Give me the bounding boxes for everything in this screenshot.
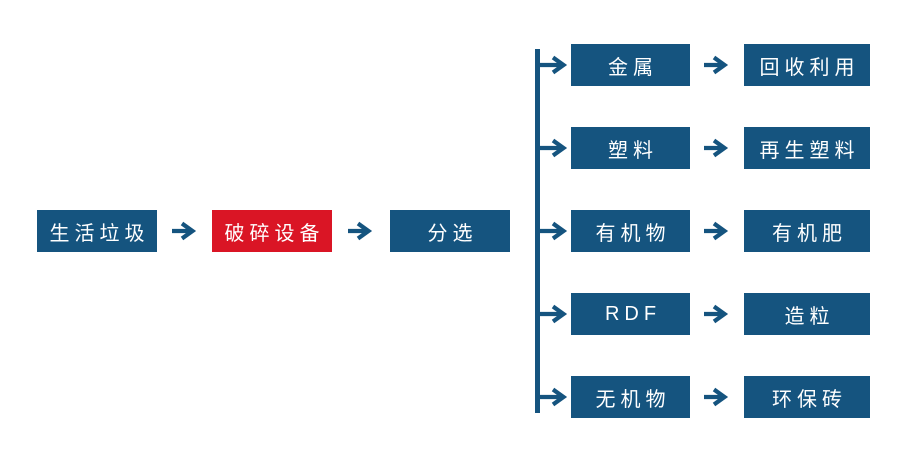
arrow-right-icon — [540, 304, 568, 324]
branch-connector — [690, 137, 744, 159]
arrow-right-icon — [704, 221, 729, 241]
main-connector-1 — [157, 220, 212, 242]
arrow-right-icon — [171, 221, 196, 241]
arrow-right-icon — [704, 304, 729, 324]
branch-product-node: 再生塑料 — [744, 127, 870, 169]
arrow-right-icon — [704, 138, 729, 158]
arrow-right-icon — [540, 221, 568, 241]
branch-material-node: RDF — [571, 293, 690, 335]
arrow-right-icon — [348, 221, 373, 241]
arrow-right-icon — [540, 138, 568, 158]
branch-material-node: 有机物 — [571, 210, 690, 252]
node-sorting: 分选 — [390, 210, 510, 252]
branch-trunk-line — [535, 49, 540, 413]
branch-row: RDF 造粒 — [540, 293, 870, 335]
branch-product-node: 有机肥 — [744, 210, 870, 252]
arrow-right-icon — [540, 387, 568, 407]
branch-product-node: 造粒 — [744, 293, 870, 335]
branch-row: 金属 回收利用 — [540, 44, 870, 86]
arrow-right-icon — [540, 55, 568, 75]
branch-material-node: 无机物 — [571, 376, 690, 418]
branch-product-node: 环保砖 — [744, 376, 870, 418]
branch-product-node: 回收利用 — [744, 44, 870, 86]
branches: 金属 回收利用 塑料 再生塑料 有机物 有机肥 — [540, 44, 870, 418]
branch-material-node: 金属 — [571, 44, 690, 86]
branch-row: 塑料 再生塑料 — [540, 127, 870, 169]
main-connector-2 — [332, 220, 390, 242]
branch-material-node: 塑料 — [571, 127, 690, 169]
branch-connector — [690, 386, 744, 408]
branch-connector — [690, 54, 744, 76]
node-household-waste: 生活垃圾 — [37, 210, 157, 252]
main-flow-row: 生活垃圾 破碎设备 分选 — [37, 210, 510, 252]
branch-connector — [690, 220, 744, 242]
arrow-right-icon — [704, 387, 729, 407]
node-crushing-equipment: 破碎设备 — [212, 210, 332, 252]
branch-connector — [690, 303, 744, 325]
branch-row: 有机物 有机肥 — [540, 210, 870, 252]
branch-row: 无机物 环保砖 — [540, 376, 870, 418]
arrow-right-icon — [704, 55, 729, 75]
